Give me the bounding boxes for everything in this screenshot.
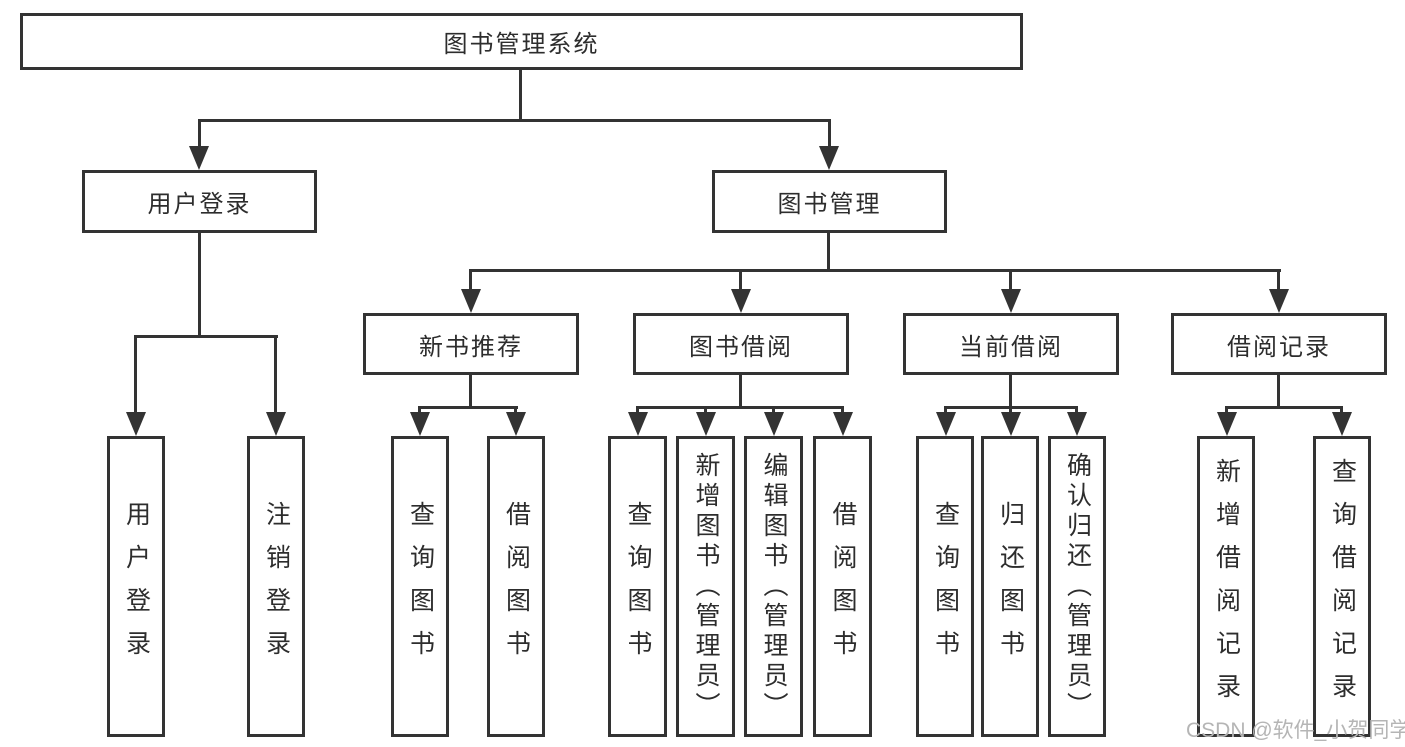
leaf-query-borrow-record-label: 查询借阅记录 [1328,457,1357,716]
arrow-to-leaf [936,412,956,436]
leaf-add-borrow-record-label: 新增借阅记录 [1212,457,1241,716]
connector-section-stem [469,269,472,295]
node-user-login: 用户登录 [82,170,317,233]
node-book-mgmt: 图书管理 [712,170,947,233]
connector-sec3-stem [1009,375,1012,409]
arrow-to-leaf-logout [266,412,286,436]
leaf-return-book-label: 归还图书 [996,500,1025,673]
connector-user-login-stem [198,119,201,151]
node-user-login-label: 用户登录 [147,191,252,218]
connector-root-stem [519,70,522,122]
connector-sec1-branch [418,406,518,409]
node-book-mgmt-label: 图书管理 [777,191,882,218]
arrow-to-book-mgmt [819,146,839,170]
connector-sec2-stem [739,375,742,409]
connector-section-stem [1009,269,1012,295]
arrow-to-book-borrow [731,289,751,313]
connector-section-stem [1277,269,1280,295]
connector-sec1-stem [469,375,472,409]
leaf-user-login-label: 用户登录 [122,500,151,673]
connector-mgmt-branch [469,269,1281,272]
arrow-to-leaf [506,412,526,436]
leaf-query-book-borrow: 查询图书 [608,436,667,737]
connector-root-branch [198,119,831,122]
arrow-to-leaf [1332,412,1352,436]
leaf-user-login: 用户登录 [107,436,165,737]
arrow-to-leaf [1001,412,1021,436]
node-new-book-rec: 新书推荐 [363,313,579,375]
connector-sec4-stem [1277,375,1280,409]
arrow-to-new-book-rec [461,289,481,313]
arrow-to-leaf [1217,412,1237,436]
leaf-logout-login-label: 注销登录 [262,500,291,673]
arrow-to-leaf [628,412,648,436]
leaf-add-borrow-record: 新增借阅记录 [1197,436,1255,737]
leaf-confirm-return-admin-label: 确认归还（管理员） [1063,451,1092,722]
arrow-to-leaf [410,412,430,436]
leaf-add-book-admin: 新增图书（管理员） [676,436,735,737]
arrow-to-user-login [189,146,209,170]
node-root: 图书管理系统 [20,13,1023,70]
connector-leaf-stem [134,335,137,415]
node-borrow-record-label: 借阅记录 [1227,333,1331,361]
arrow-to-leaf-login [126,412,146,436]
connector-leaf-stem [274,335,277,415]
node-current-borrow: 当前借阅 [903,313,1119,375]
connector-login-branch [134,335,278,338]
leaf-query-book-rec: 查询图书 [391,436,449,737]
arrow-to-borrow-record [1269,289,1289,313]
leaf-add-book-admin-label: 新增图书（管理员） [692,451,720,722]
leaf-query-book-borrow-label: 查询图书 [624,500,652,673]
leaf-query-borrow-record: 查询借阅记录 [1313,436,1371,737]
node-root-label: 图书管理系统 [443,31,600,58]
arrow-to-leaf [696,412,716,436]
leaf-edit-book-admin-label: 编辑图书（管理员） [760,451,788,722]
connector-sec4-branch [1225,406,1343,409]
leaf-borrow-book-rec: 借阅图书 [487,436,545,737]
connector-book-mgmt-stem [828,119,831,151]
connector-login-stem [198,233,201,338]
leaf-edit-book-admin: 编辑图书（管理员） [744,436,803,737]
leaf-borrow-book: 借阅图书 [813,436,872,737]
node-borrow-record: 借阅记录 [1171,313,1387,375]
arrow-to-current-borrow [1001,289,1021,313]
arrow-to-leaf [833,412,853,436]
leaf-confirm-return-admin: 确认归还（管理员） [1048,436,1106,737]
leaf-borrow-book-label: 借阅图书 [829,500,857,673]
node-book-borrow: 图书借阅 [633,313,849,375]
leaf-return-book: 归还图书 [981,436,1039,737]
arrow-to-leaf [1067,412,1087,436]
leaf-query-book-rec-label: 查询图书 [406,500,435,673]
connector-mgmt-stem [827,233,830,272]
leaf-borrow-book-rec-label: 借阅图书 [502,500,531,673]
leaf-query-book-current-label: 查询图书 [931,500,960,673]
leaf-logout-login: 注销登录 [247,436,305,737]
node-current-borrow-label: 当前借阅 [959,333,1063,361]
node-book-borrow-label: 图书借阅 [689,333,793,361]
connector-section-stem [739,269,742,295]
watermark: CSDN @软件_小贺同学 [1186,719,1405,742]
arrow-to-leaf [764,412,784,436]
connector-sec2-branch [636,406,844,409]
leaf-query-book-current: 查询图书 [916,436,974,737]
node-new-book-rec-label: 新书推荐 [419,333,523,361]
